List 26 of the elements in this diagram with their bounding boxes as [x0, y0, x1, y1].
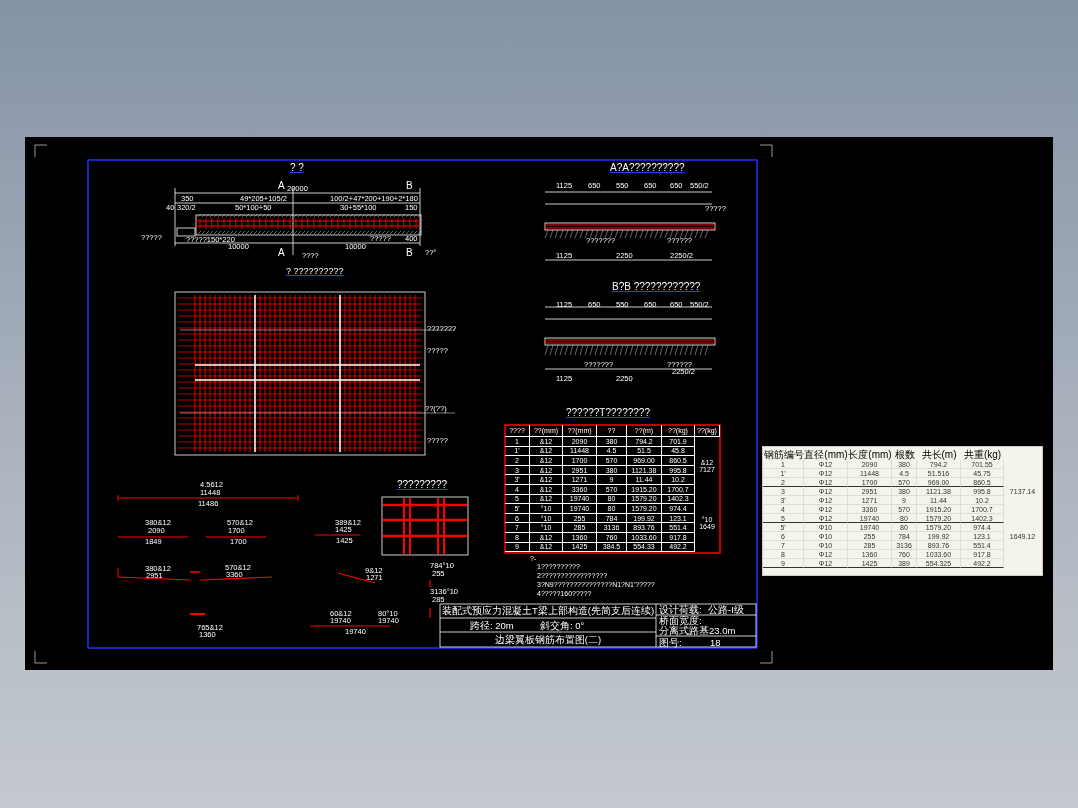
title-text: 18: [710, 638, 721, 648]
table-header: 钢筋编号: [763, 448, 804, 461]
table-header: 长度(mm): [848, 448, 892, 461]
table-header: 直径(mm): [804, 448, 848, 461]
table-header: 共重(kg): [962, 448, 1003, 461]
section-mark: A: [278, 248, 285, 258]
section-mark: B: [406, 181, 413, 191]
view-title: ?????????: [397, 480, 448, 490]
title-text: 图号:: [659, 638, 682, 648]
title-text: 公路-I级: [708, 605, 744, 615]
view-title: B?B ????????????: [612, 282, 701, 292]
title-text: 装配式预应力混凝土T梁上部构造(先简支后连续): [441, 606, 655, 616]
table-header: 根数: [893, 448, 916, 461]
section-mark: A: [278, 181, 285, 191]
view-title: ? ?: [290, 163, 304, 173]
title-text: 设计荷载:: [659, 605, 702, 615]
title-text: 边梁翼板钢筋布置图(二): [493, 635, 603, 645]
view-title: ? ??????????: [286, 267, 344, 276]
view-title: A?A??????????: [610, 163, 685, 173]
title-text: 分离式路基23.0m: [659, 626, 736, 636]
title-text: 跨径: 20m: [470, 621, 514, 631]
table-header: 共长(m): [920, 448, 958, 461]
table-title: ??????T????????: [566, 408, 650, 418]
title-text: 斜交角: 0°: [540, 621, 585, 631]
title-text: 桥面宽度:: [659, 616, 702, 626]
section-mark: B: [406, 248, 413, 258]
